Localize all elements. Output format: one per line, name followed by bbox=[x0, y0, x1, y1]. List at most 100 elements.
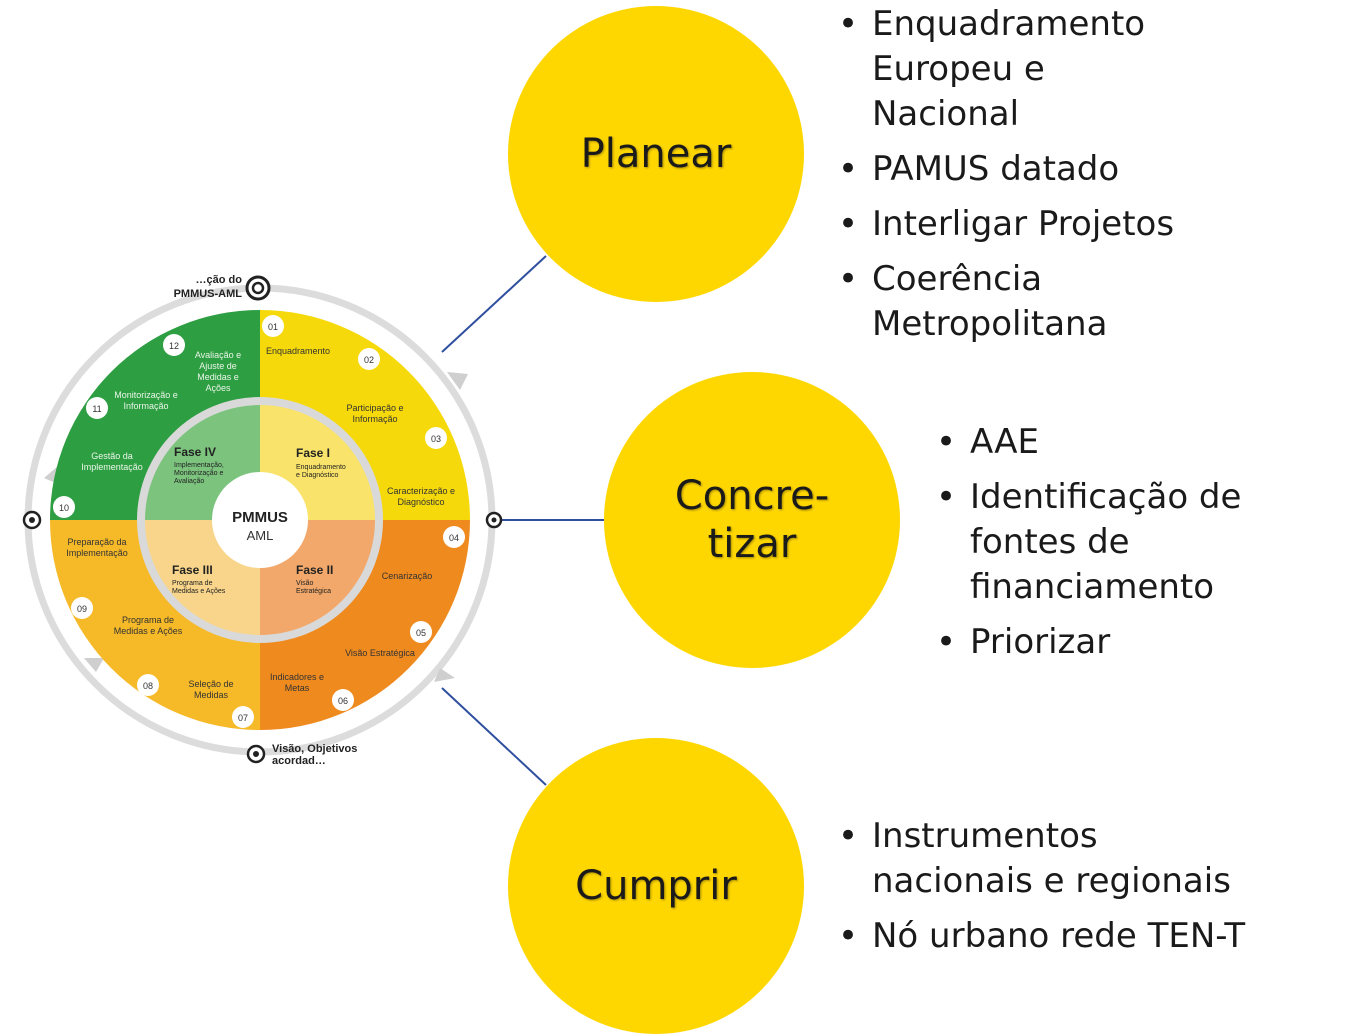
step-badge-12: 12 bbox=[163, 334, 185, 356]
target-icon bbox=[245, 275, 271, 301]
step-label-09: Programa de Medidas e Ações bbox=[114, 615, 183, 636]
svg-text:Enquadramento: Enquadramento bbox=[266, 346, 330, 356]
svg-text:Informação: Informação bbox=[123, 401, 168, 411]
svg-text:Ajuste de: Ajuste de bbox=[199, 361, 237, 371]
svg-text:Preparação da: Preparação da bbox=[67, 537, 126, 547]
svg-text:Fase I: Fase I bbox=[296, 446, 330, 460]
svg-text:Monitorização e: Monitorização e bbox=[114, 390, 178, 400]
ring-arrow-icon bbox=[434, 668, 455, 682]
concretizar-title-line1: Concre- bbox=[674, 473, 830, 519]
cumprir-list: Instrumentos nacionais e regionais Nó ur… bbox=[838, 814, 1258, 969]
svg-text:Avaliação e: Avaliação e bbox=[195, 350, 241, 360]
svg-text:Visão: Visão bbox=[296, 580, 313, 587]
step-label-07: Seleção de Medidas bbox=[188, 679, 233, 700]
step-badge-06: 06 bbox=[332, 689, 354, 711]
ring-arrow-icon bbox=[84, 658, 104, 672]
svg-text:Visão Estratégica: Visão Estratégica bbox=[345, 648, 415, 658]
step-badge-02: 02 bbox=[358, 348, 380, 370]
bottom-label-line2: acordad… bbox=[272, 755, 326, 767]
step-label-04: Cenarização bbox=[382, 571, 433, 581]
svg-text:Estratégica: Estratégica bbox=[296, 588, 331, 595]
svg-text:Programa de: Programa de bbox=[122, 615, 174, 625]
step-label-03: Caracterização e Diagnóstico bbox=[387, 486, 455, 507]
svg-text:Implementação: Implementação bbox=[66, 548, 128, 558]
step-badge-04: 04 bbox=[443, 526, 465, 548]
top-label-line2: PMMUS-AML bbox=[174, 288, 243, 300]
cumprir-circle: Cumprir bbox=[508, 738, 804, 1034]
svg-text:05: 05 bbox=[416, 628, 426, 638]
step-badge-05: 05 bbox=[410, 621, 432, 643]
list-item: Instrumentos nacionais e regionais bbox=[838, 814, 1258, 904]
step-badge-11: 11 bbox=[86, 397, 108, 419]
svg-text:Metas: Metas bbox=[285, 683, 310, 693]
list-item: Enquadramento Europeu e Nacional bbox=[838, 2, 1198, 137]
list-item: Priorizar bbox=[936, 620, 1356, 665]
svg-text:Medidas e: Medidas e bbox=[197, 372, 239, 382]
planear-list: Enquadramento Europeu e Nacional PAMUS d… bbox=[838, 2, 1198, 357]
connector-cumprir bbox=[441, 687, 547, 786]
step-badge-01: 01 bbox=[262, 315, 284, 337]
step-label-01: Enquadramento bbox=[266, 346, 330, 356]
svg-text:Ações: Ações bbox=[205, 383, 231, 393]
center-disc bbox=[212, 472, 308, 568]
target-icon bbox=[22, 510, 42, 530]
step-label-avaliacao: Avaliação e Ajuste de Medidas e Ações bbox=[195, 350, 241, 393]
svg-text:04: 04 bbox=[449, 533, 459, 543]
svg-text:Diagnóstico: Diagnóstico bbox=[397, 497, 444, 507]
list-item: Identificação de fontes de financiamento bbox=[936, 475, 1356, 610]
svg-text:12: 12 bbox=[169, 341, 179, 351]
top-label-line1: …ção do bbox=[196, 274, 243, 286]
svg-text:Seleção de: Seleção de bbox=[188, 679, 233, 689]
svg-text:Medidas: Medidas bbox=[194, 690, 229, 700]
list-item: AAE bbox=[936, 420, 1356, 465]
phase-1-label: Fase I Enquadramento e Diagnóstico bbox=[296, 446, 346, 479]
step-badge-03: 03 bbox=[425, 427, 447, 449]
svg-text:Enquadramento: Enquadramento bbox=[296, 464, 346, 471]
svg-text:Fase III: Fase III bbox=[172, 563, 213, 577]
step-label-12: Monitorização e Informação bbox=[114, 390, 178, 411]
step-badge-07: 07 bbox=[232, 706, 254, 728]
target-icon bbox=[246, 744, 266, 764]
step-badge-08: 08 bbox=[137, 674, 159, 696]
svg-text:Cenarização: Cenarização bbox=[382, 571, 433, 581]
list-item: Nó urbano rede TEN-T bbox=[838, 914, 1258, 959]
svg-text:Fase II: Fase II bbox=[296, 563, 333, 577]
svg-text:07: 07 bbox=[238, 713, 248, 723]
bottom-label-line1: Visão, Objetivos bbox=[272, 743, 357, 755]
list-item: Coerência Metropolitana bbox=[838, 257, 1198, 347]
cumprir-title: Cumprir bbox=[575, 863, 737, 909]
ring-arrow-icon bbox=[447, 372, 468, 390]
concretizar-circle: Concre- tizar bbox=[604, 372, 900, 668]
step-label-06: Indicadores e Metas bbox=[270, 672, 324, 693]
svg-text:01: 01 bbox=[268, 322, 278, 332]
concretizar-title-line2: tizar bbox=[707, 521, 797, 567]
planear-title: Planear bbox=[580, 131, 732, 177]
svg-text:Implementação: Implementação bbox=[81, 462, 143, 472]
step-label-10: Preparação da Implementação bbox=[66, 537, 128, 558]
phase-2-label: Fase II Visão Estratégica bbox=[296, 563, 333, 595]
svg-text:Participação e: Participação e bbox=[346, 403, 403, 413]
step-badge-09: 09 bbox=[71, 597, 93, 619]
step-label-11: Gestão da Implementação bbox=[81, 451, 143, 472]
planear-circle: Planear bbox=[508, 6, 804, 302]
svg-text:Avaliação: Avaliação bbox=[174, 478, 204, 485]
svg-text:Informação: Informação bbox=[352, 414, 397, 424]
svg-text:10: 10 bbox=[59, 503, 69, 513]
phase-4-label: Fase IV Implementação, Monitorização e A… bbox=[174, 445, 224, 485]
phase-3-label: Fase III Programa de Medidas e Ações bbox=[172, 563, 226, 595]
center-subtitle: AML bbox=[247, 528, 274, 543]
svg-text:09: 09 bbox=[77, 604, 87, 614]
svg-text:Implementação,: Implementação, bbox=[174, 462, 224, 469]
step-badge-10: 10 bbox=[53, 496, 75, 518]
svg-text:11: 11 bbox=[92, 404, 101, 414]
svg-text:Medidas e Ações: Medidas e Ações bbox=[172, 588, 226, 595]
svg-text:Gestão da: Gestão da bbox=[91, 451, 133, 461]
pmmus-cycle-diagram: …ção do PMMUS-AML Visão, Objetivos acord… bbox=[22, 274, 503, 767]
concretizar-list: AAE Identificação de fontes de financiam… bbox=[936, 420, 1356, 675]
svg-text:Monitorização e: Monitorização e bbox=[174, 470, 224, 477]
step-label-05: Visão Estratégica bbox=[345, 648, 415, 658]
svg-text:Programa de: Programa de bbox=[172, 580, 213, 587]
list-item: Interligar Projetos bbox=[838, 202, 1198, 247]
step-label-02: Participação e Informação bbox=[346, 403, 403, 424]
